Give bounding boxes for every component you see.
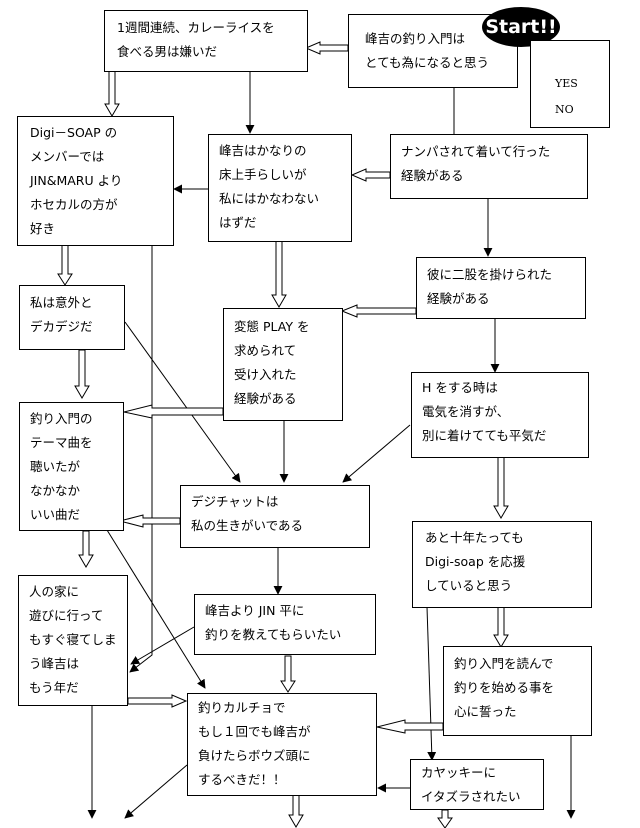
node-text: 別に着けてても平気だ [422,428,547,443]
node-text: 好き [30,221,56,236]
start-badge: Start!! [482,7,560,47]
no-arrow-n6-n11 [124,321,241,483]
no-arrow-n16-exit [124,764,188,819]
node-text: ナンパされて着いて行った [401,144,551,159]
node-text: していると思う [425,578,513,593]
node-text: メンバーでは [30,149,105,164]
node-n4: 峰吉はかなりの 床上手らしいが 私にはかなわない はずだ [208,134,352,242]
node-n2: 1週間連続、カレーライスを 食べる男は嫌いだ [104,10,308,72]
node-text: Digi-soap を応援 [425,554,526,569]
node-text: 1週間連続、カレーライスを [117,20,275,35]
node-text: 心に誓った [454,704,517,719]
no-arrow-n10-n16 [106,529,206,689]
node-text: 私にはかなわない [219,191,320,206]
yes-arrow-n9-n12 [493,456,509,519]
no-arrow-n9-n11 [342,424,411,483]
node-text: 釣り入門を読んで [454,656,554,671]
yes-arrow-n5-n4 [350,168,391,182]
yes-arrow-n15-n16 [376,719,444,734]
node-text: 聴いたが [30,459,81,474]
node-text: 電気を消すが、 [422,404,510,419]
yes-arrow-n11-n10 [118,514,181,528]
node-text: う峰吉は [29,656,80,671]
node-text: 食べる男は嫌いだ [117,44,218,59]
node-text: 彼に二股を掛けられた [427,267,553,282]
node-text: もう年だ [29,680,79,695]
legend-box: YES NO [530,40,610,128]
node-text: あと十年たっても [425,530,524,545]
node-text: 経験がある [401,168,464,183]
node-n7: 彼に二股を掛けられた 経験がある [416,257,586,319]
node-text: 釣りカルチョで [198,700,286,715]
node-text: するべきだ！！ [198,772,286,787]
yes-arrow-n4-n8 [271,240,287,308]
yes-arrow-n2-n3 [104,70,120,117]
node-text: はずだ [219,215,257,230]
no-arrow-n14-n13 [130,626,195,665]
node-text: 床上手らしいが [219,167,307,182]
node-n9: H をする時は 電気を消すが、 別に着けてても平気だ [411,372,589,458]
yes-arrow-n3-n6 [57,244,73,286]
node-text: 負けたらボウズ頭に [198,748,311,763]
yes-arrow-n13-n16 [127,694,188,708]
node-text: 経験がある [234,391,297,406]
node-text: もし１回でも峰吉が [198,724,311,739]
node-text: 人の家に [29,584,80,599]
node-text: ホセカルの方が [30,197,118,212]
node-n10: 釣り入門の テーマ曲を 聴いたが なかなか いい曲だ [19,402,124,531]
node-text: H をする時は [422,380,498,395]
node-text: 経験がある [427,291,490,306]
node-n15: 釣り入門を読んで 釣りを始める事を 心に誓った [443,646,592,736]
node-text: 私の生きがいである [191,518,304,533]
legend-yes-label: YES [555,77,578,90]
node-text: いい曲だ [30,507,81,522]
node-n3: Digi－SOAP の メンバーでは JIN&MARU より ホセカルの方が 好… [17,116,174,246]
node-text: JIN&MARU より [30,173,123,188]
node-text: 釣りを教えてもらいたい [205,627,342,642]
node-text: 遊びに行って [29,608,104,623]
yes-arrow-n16-exit [288,794,304,828]
node-text: テーマ曲を [30,435,93,450]
node-text: デジチャットは [191,494,279,509]
node-text: デカデジだ [30,319,93,334]
node-text: 受け入れた [234,367,297,382]
yes-arrow-n12-n15 [493,606,509,648]
node-n12: あと十年たっても Digi-soap を応援 していると思う [412,521,592,608]
node-text: イタズラされたい [421,789,521,804]
yes-arrow-n6-n10 [74,349,90,399]
node-text: 求められて [234,343,297,358]
node-text: 峰吉より JIN 平に [205,603,305,618]
yes-arrow-n1-n2 [304,41,349,55]
yes-arrow-n14-n16 [280,655,296,693]
yes-arrow-n7-n8 [340,304,417,318]
legend-no-label: NO [555,103,574,116]
node-text: 釣りを始める事を [454,680,555,695]
node-n14: 峰吉より JIN 平に 釣りを教えてもらいたい [194,594,376,655]
node-n16: 釣りカルチョで もし１回でも峰吉が 負けたらボウズ頭に するべきだ！！ [187,693,377,796]
node-n17: カヤッキーに イタズラされたい [410,759,544,810]
yes-arrow-n17-exit [437,809,453,828]
node-n5: ナンパされて着いて行った 経験がある [390,134,588,199]
node-text: なかなか [30,483,81,498]
node-text: もすぐ寝てしま [29,632,117,647]
node-text: 私は意外と [30,295,93,310]
yes-arrow-n8-n10 [123,404,224,419]
no-arrow-n12-n17 [426,606,437,761]
node-text: とても為になると思う [365,55,490,70]
node-n13: 人の家に 遊びに行って もすぐ寝てしま う峰吉は もう年だ [18,575,128,706]
node-text: 変態 PLAY を [234,319,310,334]
node-text: 峰吉はかなりの [219,143,307,158]
node-text: 釣り入門の [30,411,93,426]
node-text: Digi－SOAP の [30,125,118,140]
node-text: 峰吉の釣り入門は [365,31,466,46]
node-text: カヤッキーに [421,765,497,780]
node-n6: 私は意外と デカデジだ [19,285,125,350]
no-arrow-n3-n13 [129,245,153,673]
node-n8: 変態 PLAY を 求められて 受け入れた 経験がある [223,308,343,421]
yes-arrow-n10-n13 [78,530,94,568]
node-n11: デジチャットは 私の生きがいである [180,485,370,548]
